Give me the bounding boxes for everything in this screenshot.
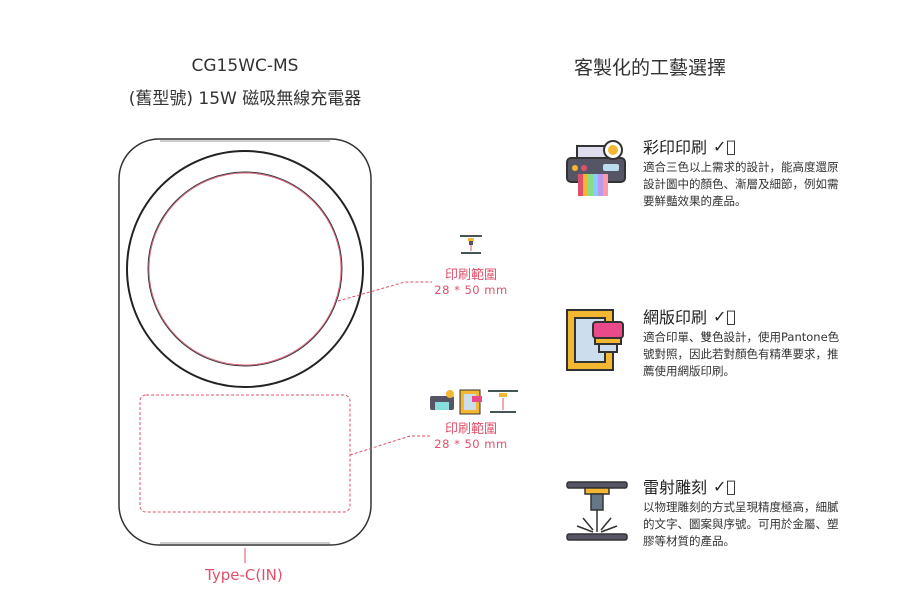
check-circle-icon: ✓⃝ [713, 306, 737, 326]
method-title-screen-print: 網版印刷✓⃝ [643, 306, 737, 328]
color-printer-icon [566, 140, 626, 196]
print-area-rect [139, 394, 351, 513]
print-area-size-2: 28 * 50 mm [434, 437, 508, 451]
product-model: CG15WC-MS [191, 56, 299, 76]
check-circle-icon: ✓⃝ [713, 136, 737, 156]
method-desc-laser-engrave: 以物理雕刻的方式呈現精度極高，細膩的文字、圖案與序號。可用於金屬、塑膠等材質的產… [643, 500, 839, 548]
print-area-size-1: 28 * 50 mm [434, 283, 508, 297]
method-title-laser-engrave: 雷射雕刻✓⃝ [643, 476, 737, 498]
screen-print-icon [566, 309, 624, 371]
laser-icon [460, 235, 482, 254]
method-title-color-print: 彩印印刷✓⃝ [643, 136, 737, 158]
method-desc-screen-print: 適合印單、雙色設計，使用Pantone色號對照，因此若對顏色有精準要求，推薦使用… [643, 330, 840, 378]
magnet-ring [126, 150, 364, 388]
print-area-label-1: 印刷範圍 [444, 268, 497, 283]
right-title: 客製化的工藝選擇 [573, 57, 726, 79]
port-label: Type-C(IN) [205, 566, 283, 584]
device-outline [118, 138, 372, 546]
method-icons [430, 389, 518, 415]
product-name: (舊型號) 15W 磁吸無線充電器 [128, 89, 362, 109]
print-area-label-2: 印刷範圍 [444, 422, 497, 437]
method-desc-color-print: 適合三色以上需求的設計，能高度還原設計圖中的顏色、漸層及細節，例如需要鮮豔效果的… [643, 160, 839, 208]
product-diagram [118, 138, 518, 563]
check-circle-icon: ✓⃝ [713, 476, 737, 496]
print-area-circle [147, 171, 343, 367]
laser-engrave-icon [566, 481, 628, 541]
